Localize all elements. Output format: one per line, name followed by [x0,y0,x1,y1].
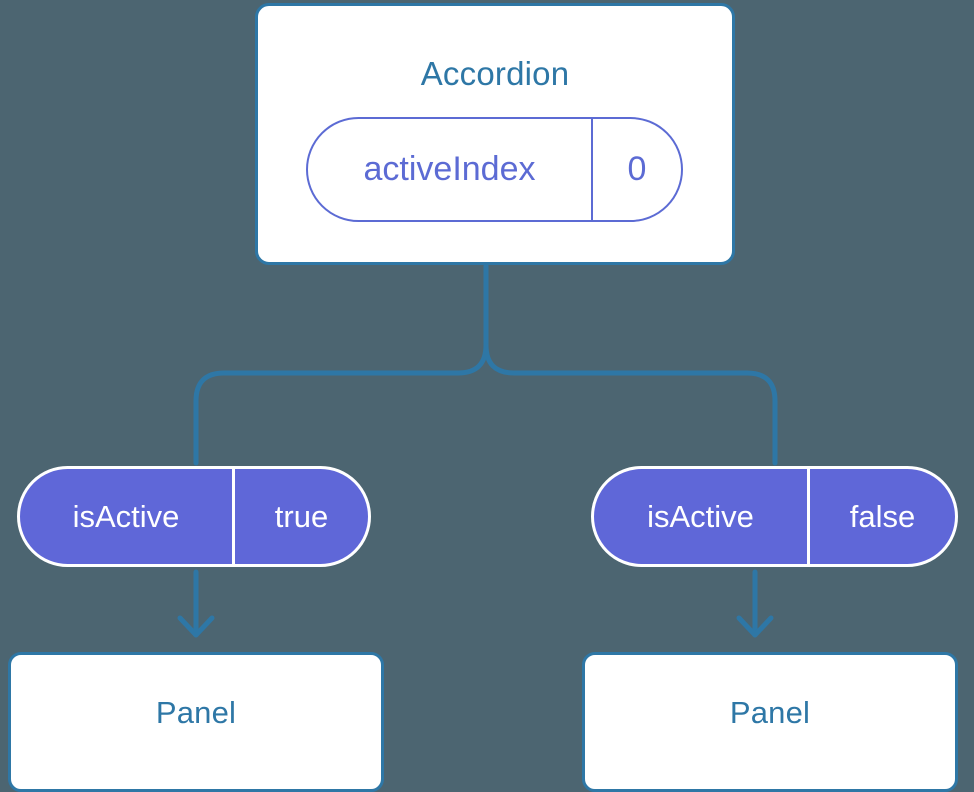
prop-pill-value: false [807,469,955,564]
prop-pill-key: isActive [72,498,180,534]
prop-pill-value: true [232,469,368,564]
component-title-panel-right: Panel [729,695,811,730]
state-pill-value: 0 [591,119,681,220]
prop-pill-is-active-right[interactable]: isActive false [591,466,958,567]
component-card-panel-right[interactable]: Panel [582,652,958,792]
prop-pill-is-active-left[interactable]: isActive true [17,466,371,567]
component-title-accordion: Accordion [420,55,570,92]
connector-branch-left [193,342,489,466]
state-pill-key: activeIndex [363,150,536,188]
diagram-canvas: Accordion activeIndex 0 isActive true Pa… [8,3,958,792]
connector-lines [177,263,778,638]
arrow-head-left [177,615,215,638]
state-pill-active-index[interactable]: activeIndex 0 [306,117,683,222]
connector-branch-right [483,342,778,466]
arrow-head-right [736,615,774,638]
component-card-panel-left[interactable]: Panel [8,652,384,792]
component-title-panel-left: Panel [155,695,237,730]
prop-pill-key: isActive [647,498,754,534]
